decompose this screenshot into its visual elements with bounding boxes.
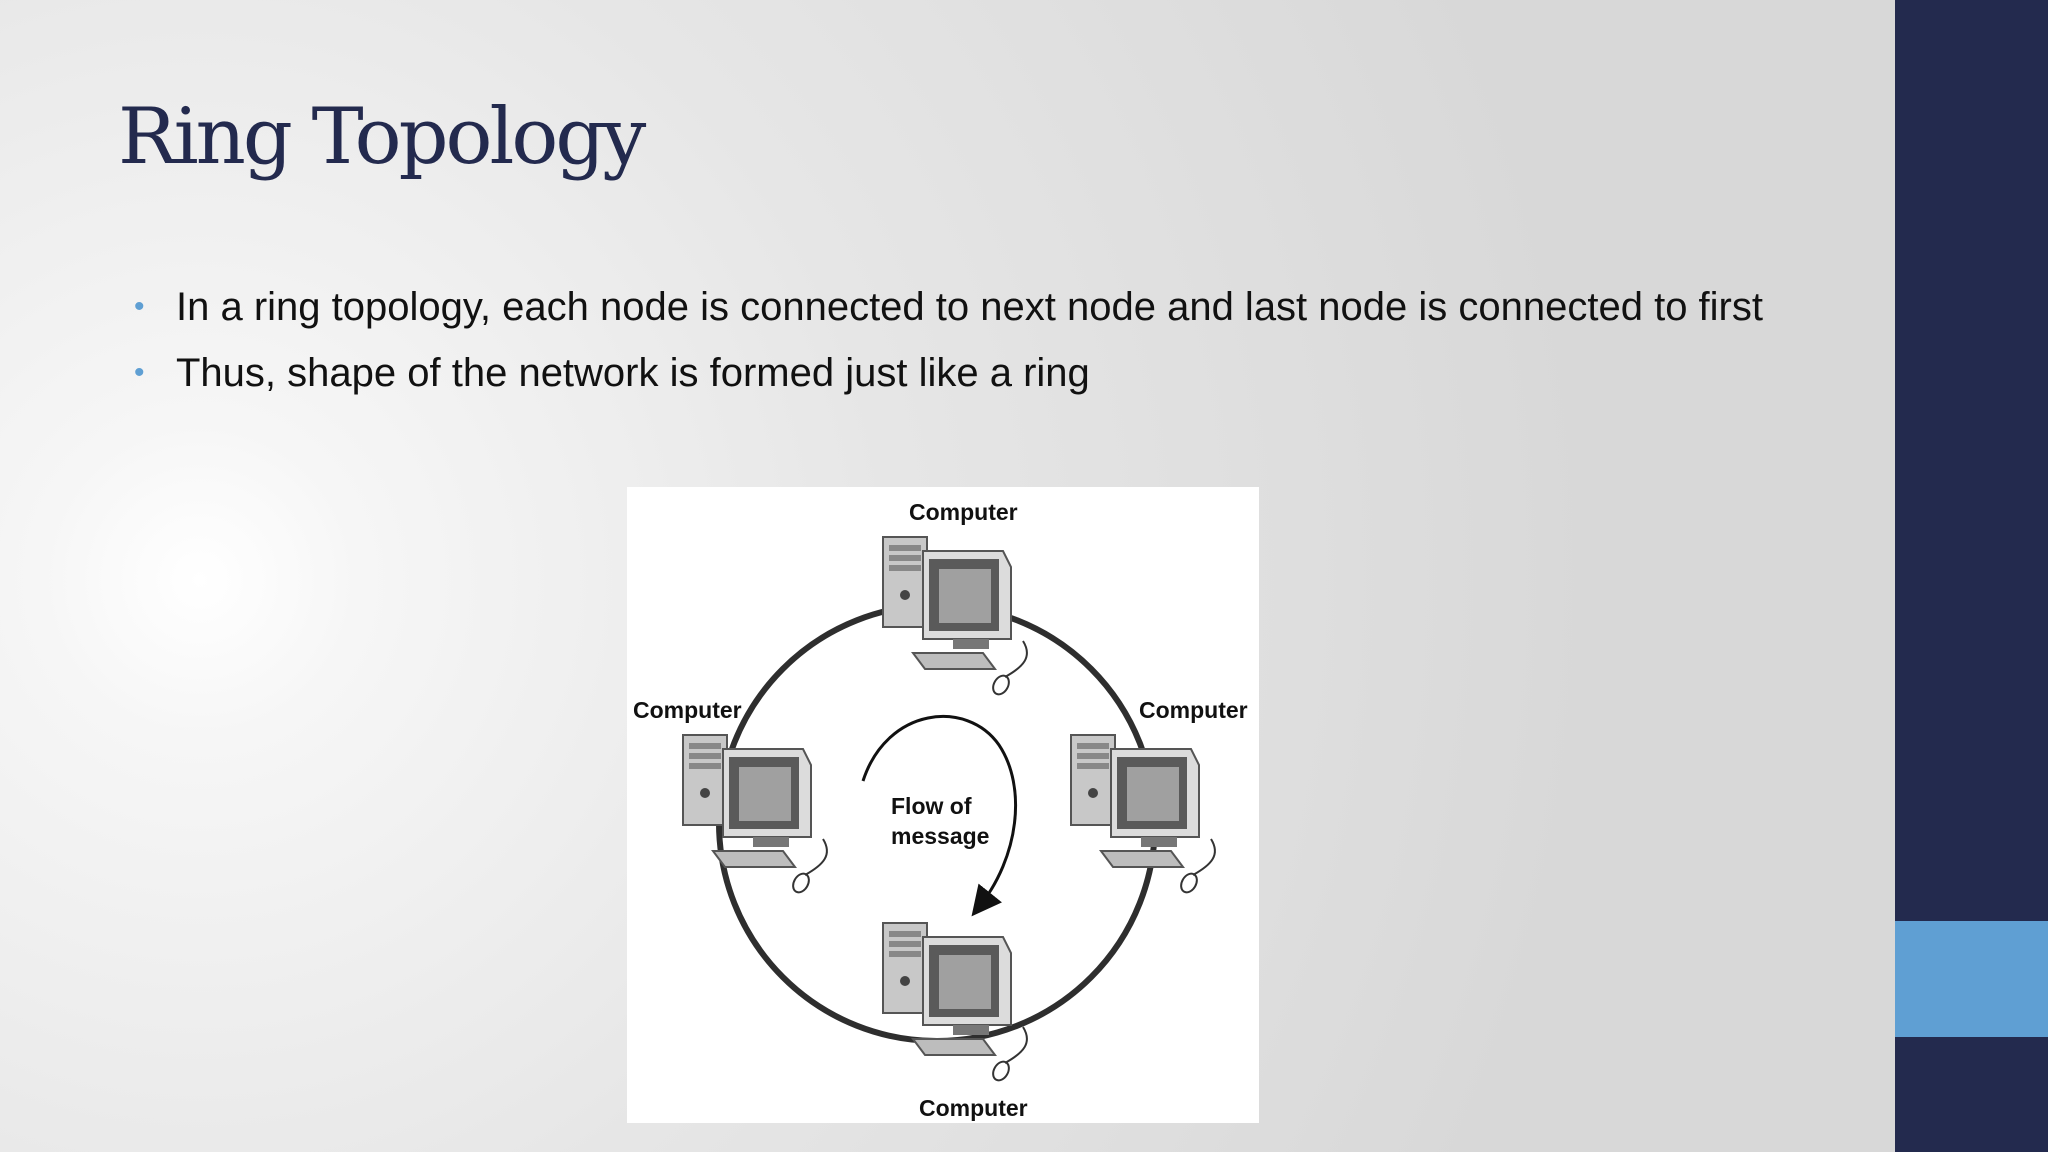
diagram-graphic: [682, 536, 1216, 1085]
bullet-list: • In a ring topology, each node is conne…: [134, 279, 1774, 411]
computer-icon-left: [682, 734, 828, 897]
slide-title: Ring Topology: [118, 92, 646, 182]
bullet-text: Thus, shape of the network is formed jus…: [176, 351, 1090, 395]
computer-icon-bottom: [882, 922, 1028, 1085]
computer-icon-top: [882, 536, 1028, 699]
bullet-dot-icon: •: [134, 356, 145, 389]
slide: Ring Topology • In a ring topology, each…: [118, 92, 1774, 1123]
computer-label-left: Computer: [633, 697, 742, 723]
flow-label-line1: Flow of: [891, 793, 972, 819]
ring-topology-diagram: Computer Computer Computer Computer Flow…: [627, 487, 1259, 1123]
flow-label: Flow of message: [891, 791, 1011, 851]
flow-label-line2: message: [891, 823, 990, 849]
right-accent-block: [1895, 921, 2048, 1037]
bullet-text: In a ring topology, each node is connect…: [176, 285, 1763, 329]
computer-icon-right: [1070, 734, 1216, 897]
computer-label-bottom: Computer: [919, 1095, 1028, 1121]
bullet-item: • Thus, shape of the network is formed j…: [134, 345, 1774, 401]
flow-arrow-icon: [861, 714, 1017, 917]
bullet-item: • In a ring topology, each node is conne…: [134, 279, 1774, 335]
computer-label-right: Computer: [1139, 697, 1248, 723]
bullet-dot-icon: •: [134, 290, 145, 323]
computer-label-top: Computer: [909, 499, 1018, 525]
